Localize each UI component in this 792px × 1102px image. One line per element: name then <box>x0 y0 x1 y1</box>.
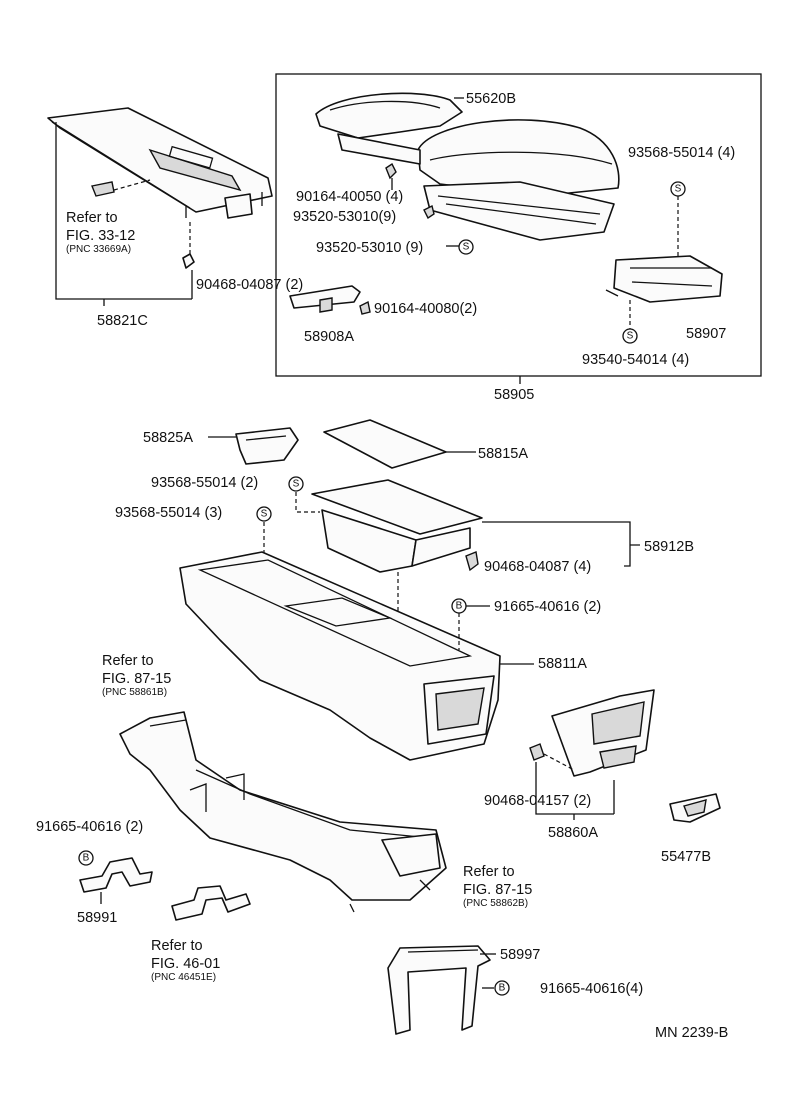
ref2-fig-text: FIG. 87-15 <box>102 671 171 687</box>
ref2-pnc-text: (PNC 58861B) <box>102 687 167 698</box>
b-symbol-icon <box>494 980 510 996</box>
label-58825A: 58825A <box>143 430 193 446</box>
label-55620B: 55620B <box>466 91 516 107</box>
ref1-refer-text: Refer to <box>66 210 118 226</box>
label-58997: 58997 <box>500 947 540 963</box>
s-symbol-letter: S <box>627 331 634 342</box>
ref4-pnc-text: (PNC 46451E) <box>151 972 216 983</box>
ref3-refer-text: Refer to <box>463 864 515 880</box>
s-symbol-letter: S <box>675 184 682 195</box>
label-58991: 58991 <box>77 910 117 926</box>
label-90468-04087-4: 90468-04087 (4) <box>484 559 591 575</box>
bracket-58991 <box>79 857 153 893</box>
s-symbol-icon <box>288 476 304 492</box>
label-58815A: 58815A <box>478 446 528 462</box>
shift-panel-58821C <box>47 107 273 269</box>
label-58907: 58907 <box>686 326 726 342</box>
lock-bracket-58907 <box>605 255 723 303</box>
s-symbol-icon <box>256 506 272 522</box>
ref4-fig-text: FIG. 46-01 <box>151 956 220 972</box>
label-91665-40616-2b: 91665-40616 (2) <box>36 819 143 835</box>
label-58905: 58905 <box>494 387 534 403</box>
cup-holder-58825A <box>235 427 299 465</box>
label-58912B: 58912B <box>644 539 694 555</box>
label-58821C: 58821C <box>97 313 148 329</box>
ref2-refer-text: Refer to <box>102 653 154 669</box>
label-93568-55014-3: 93568-55014 (3) <box>115 505 222 521</box>
b-symbol-icon <box>78 850 94 866</box>
ref3-fig-text: FIG. 87-15 <box>463 882 532 898</box>
s-symbol-letter: S <box>261 509 268 520</box>
bracket-58997 <box>387 945 491 1035</box>
b-symbol-letter: B <box>456 601 463 612</box>
assembly-box-58905 <box>275 73 762 377</box>
label-93568-55014-2: 93568-55014 (2) <box>151 475 258 491</box>
vent-55477B <box>669 793 721 823</box>
bracket-46451E <box>171 885 251 921</box>
s-symbol-icon <box>458 239 474 255</box>
air-duct-assembly <box>119 711 447 913</box>
ref4-refer-text: Refer to <box>151 938 203 954</box>
s-symbol-letter: S <box>463 242 470 253</box>
label-90164-40050: 90164-40050 (4) <box>296 189 403 205</box>
label-55477B: 55477B <box>661 849 711 865</box>
console-body-58811A <box>179 551 501 761</box>
label-58811A: 58811A <box>538 656 587 672</box>
label-93520-53010-b: 93520-53010 (9) <box>316 240 423 256</box>
ref3-pnc-text: (PNC 58862B) <box>463 898 528 909</box>
mat-58815A <box>323 419 447 469</box>
label-93540-54014: 93540-54014 (4) <box>582 352 689 368</box>
s-symbol-letter: S <box>293 479 300 490</box>
storage-box-58912B <box>311 479 483 573</box>
ref1-pnc-text: (PNC 33669A) <box>66 244 131 255</box>
label-58860A: 58860A <box>548 825 598 841</box>
catalog-code: MN 2239-B <box>655 1025 728 1041</box>
label-91665-40616-2a: 91665-40616 (2) <box>494 599 601 615</box>
b-symbol-letter: B <box>499 983 506 994</box>
label-91665-40616-4: 91665-40616(4) <box>540 981 643 997</box>
label-58908A: 58908A <box>304 329 354 345</box>
armrest-lid-55620B <box>315 92 620 197</box>
label-93568-55014-4: 93568-55014 (4) <box>628 145 735 161</box>
ref1-fig-text: FIG. 33-12 <box>66 228 135 244</box>
rear-vent-58860A <box>551 689 655 777</box>
label-90468-04157: 90468-04157 (2) <box>484 793 591 809</box>
label-93520-53010-a: 93520-53010(9) <box>293 209 396 225</box>
label-90468-04087-2: 90468-04087 (2) <box>196 277 303 293</box>
hinge-58908A <box>289 285 361 313</box>
b-symbol-letter: B <box>83 853 90 864</box>
label-90164-40080: 90164-40080(2) <box>374 301 477 317</box>
